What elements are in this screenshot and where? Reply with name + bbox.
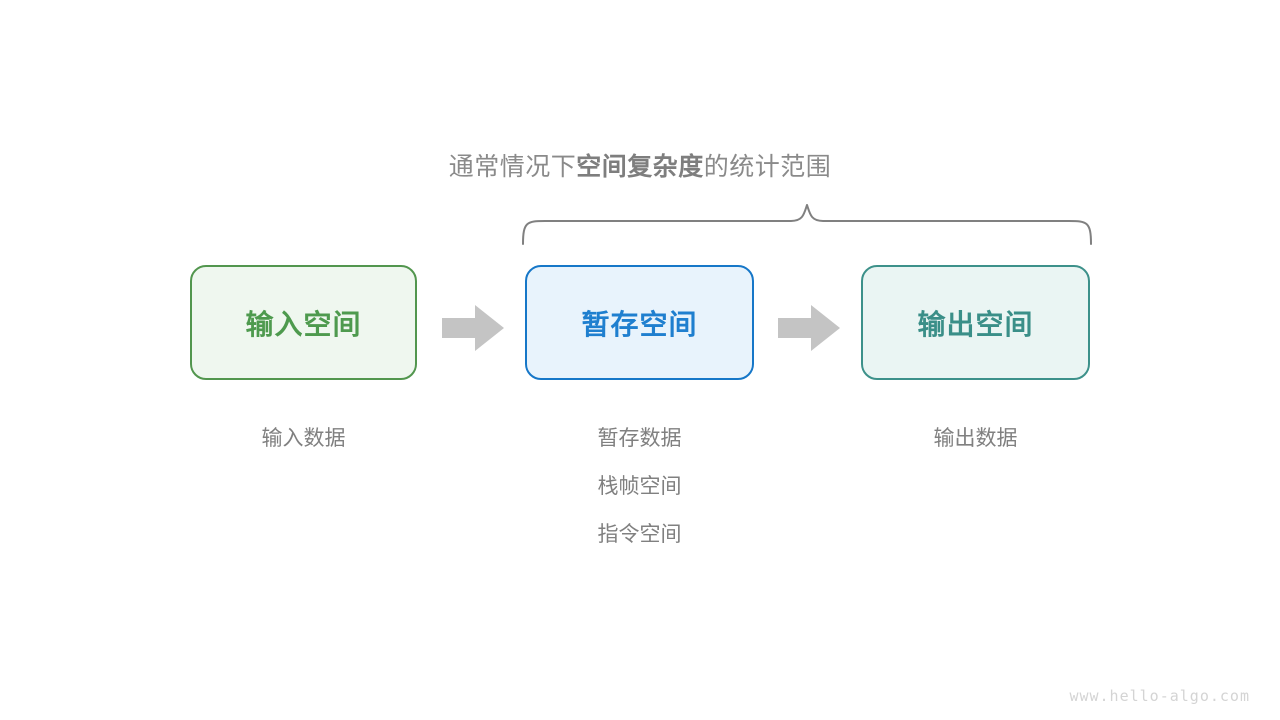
arrow-right-icon (442, 305, 504, 351)
box-output-space[interactable]: 输出空间 (861, 265, 1090, 380)
arrow-input-to-temp (442, 305, 504, 351)
caption-column-temp: 暂存数据 栈帧空间 指令空间 (525, 415, 754, 559)
caption-column-output: 输出数据 (861, 415, 1090, 463)
scope-title-suffix: 的统计范围 (703, 153, 832, 181)
box-input-space[interactable]: 输入空间 (190, 265, 417, 380)
box-temp-space-label: 暂存空间 (581, 308, 698, 340)
flow-row: 输入空间 暂存空间 输出空间 (190, 265, 1090, 380)
box-output-space-label: 输出空间 (917, 308, 1034, 340)
watermark: www.hello-algo.com (1069, 687, 1250, 705)
caption-output-data: 输出数据 (933, 427, 1018, 450)
caption-stack-frame-space: 栈帧空间 (597, 475, 682, 498)
box-temp-space[interactable]: 暂存空间 (525, 265, 754, 380)
brace-icon (522, 204, 1092, 245)
scope-title: 通常情况下空间复杂度的统计范围 (0, 147, 1280, 183)
scope-title-emphasis: 空间复杂度 (576, 153, 704, 181)
caption-temp-data: 暂存数据 (597, 427, 682, 450)
scope-title-prefix: 通常情况下 (448, 153, 577, 181)
caption-instruction-space: 指令空间 (597, 523, 682, 546)
box-input-space-label: 输入空间 (245, 308, 362, 340)
caption-column-input: 输入数据 (190, 415, 417, 463)
arrow-temp-to-output (778, 305, 840, 351)
scope-brace (505, 196, 1105, 254)
caption-input-data: 输入数据 (261, 427, 346, 450)
arrow-right-icon (778, 305, 840, 351)
